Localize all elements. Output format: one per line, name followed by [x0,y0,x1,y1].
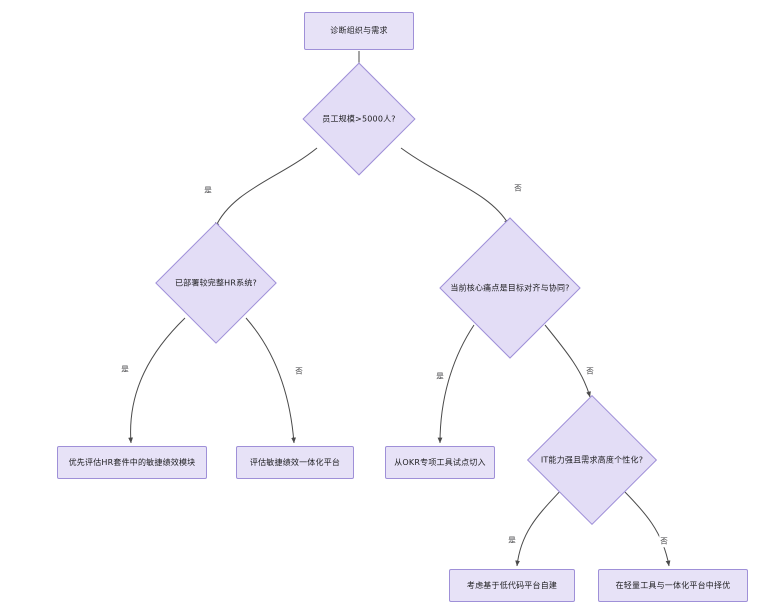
node-lowcode-selfbuild[interactable]: 考虑基于低代码平台自建 [449,569,575,602]
node-label: 在轻量工具与一体化平台中择优 [615,580,731,590]
node-core-painpoint-decision[interactable]: 当前核心痛点是目标对齐与协同? [439,217,581,359]
node-hr-system-deployed-decision[interactable]: 已部署较完整HR系统? [155,222,277,344]
edge-label-n2-yes: 是 [203,184,213,196]
node-choose-light-or-integrated[interactable]: 在轻量工具与一体化平台中择优 [598,569,748,602]
edge-label-n8-yes: 是 [507,534,517,546]
edge-label-n4-no: 否 [585,365,595,377]
node-label: IT能力强且需求高度个性化? [540,455,644,465]
edge-n2-n3 [214,147,318,229]
node-evaluate-hr-suite-module[interactable]: 优先评估HR套件中的敏捷绩效模块 [57,446,207,479]
edge-label-n4-yes: 是 [435,370,445,382]
node-diagnose-org-needs[interactable]: 诊断组织与需求 [304,12,414,50]
node-label: 当前核心痛点是目标对齐与协同? [450,283,570,293]
node-label: 考虑基于低代码平台自建 [466,580,558,590]
node-it-capability-decision[interactable]: IT能力强且需求高度个性化? [526,394,658,526]
node-label: 优先评估HR套件中的敏捷绩效模块 [68,457,196,467]
node-employee-scale-decision[interactable]: 员工规模>5000人? [302,62,416,176]
edge-label-n3-no: 否 [294,365,304,377]
edge-label-n2-no: 否 [513,182,523,194]
edge-label-n3-yes: 是 [120,363,130,375]
node-okr-tool-pilot[interactable]: 从OKR专项工具试点切入 [385,446,495,479]
edge-label-n8-no: 否 [659,535,669,547]
node-label: 评估敏捷绩效一体化平台 [249,457,341,467]
node-evaluate-integrated-platform[interactable]: 评估敏捷绩效一体化平台 [236,446,354,479]
node-label: 员工规模>5000人? [322,114,396,124]
node-label: 诊断组织与需求 [330,26,388,35]
node-label: 从OKR专项工具试点切入 [394,457,486,467]
node-label: 已部署较完整HR系统? [174,278,258,288]
edge-n2-n4 [400,147,510,226]
